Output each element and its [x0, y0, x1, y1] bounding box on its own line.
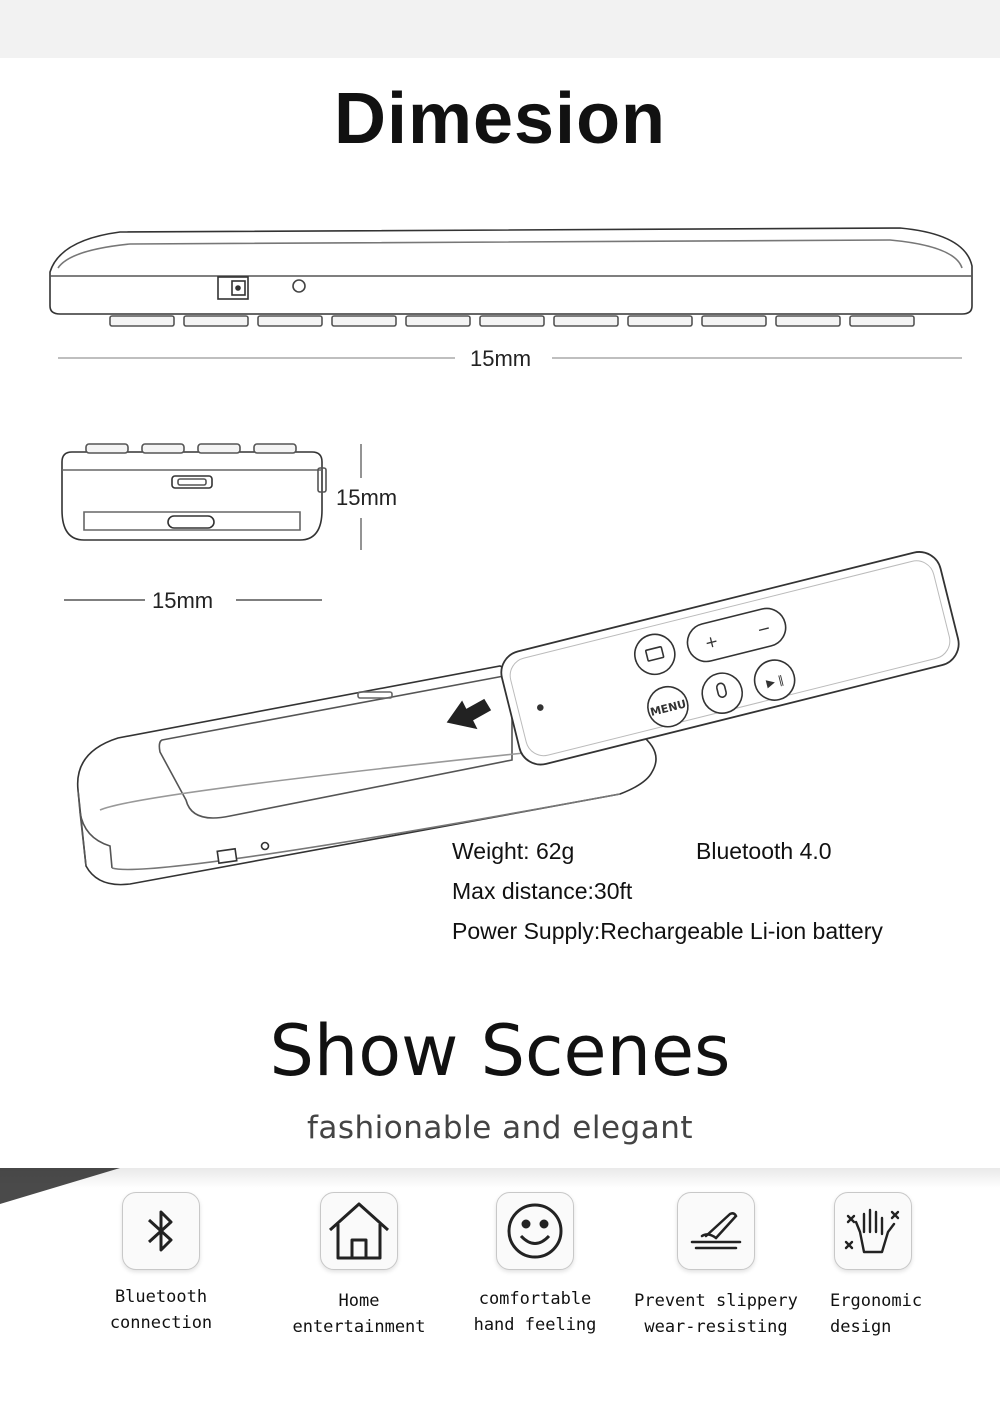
spec-distance: Max distance:30ft — [452, 878, 633, 904]
feature-label-line1: Ergonomic — [830, 1291, 923, 1311]
spec-power: Power Supply:Rechargeable Li-ion battery — [452, 918, 883, 944]
usb-port-icon — [171, 475, 213, 489]
scenes-title: Show Scenes — [269, 1010, 731, 1092]
feature-label-line2: entertainment — [292, 1317, 426, 1337]
feature-comfortable: comfortable hand feeling — [465, 1192, 605, 1338]
width-dimension-label: 15mm — [152, 588, 214, 613]
spec-weight: Weight: 62g — [452, 838, 575, 864]
corner-decoration — [0, 1168, 120, 1204]
case-bottom-keys — [109, 315, 915, 327]
case-end-view — [61, 451, 323, 541]
feature-label-line1: Home — [338, 1291, 380, 1311]
volume-rocker-icon — [686, 607, 787, 663]
feature-label-line1: Prevent slippery — [634, 1291, 798, 1311]
svg-text:+: + — [703, 631, 721, 653]
feature-home: Home entertainment — [284, 1192, 434, 1340]
play-pause-button-icon — [753, 659, 796, 701]
tv-button-icon — [634, 633, 676, 676]
scenes-subtitle: fashionable and elegant — [306, 1110, 694, 1146]
insert-arrow-icon — [446, 698, 492, 730]
siri-button-icon — [701, 672, 744, 714]
feature-label-line1: Bluetooth — [114, 1287, 208, 1307]
spec-bluetooth: Bluetooth 4.0 — [696, 838, 832, 864]
feature-bluetooth: Bluetooth connection — [96, 1192, 226, 1336]
height-dimension-label: 15mm — [336, 485, 398, 510]
house-icon — [320, 1192, 398, 1270]
finger-touch-icon — [677, 1192, 755, 1270]
feature-prevent-slippery: Prevent slippery wear-resisting — [626, 1192, 806, 1340]
feature-ergonomic: Ergonomic design — [818, 1192, 928, 1340]
indicator-led-icon — [292, 279, 306, 293]
feature-label-line2: wear-resisting — [644, 1317, 788, 1337]
svg-text:▶ ‖: ▶ ‖ — [765, 673, 785, 690]
case-perspective — [76, 665, 657, 886]
feature-label-line2: hand feeling — [473, 1315, 597, 1335]
feature-label-line2: connection — [109, 1313, 213, 1333]
feature-label-line1: comfortable — [478, 1289, 592, 1309]
hand-icon — [834, 1192, 912, 1270]
smiley-icon — [496, 1192, 574, 1270]
length-dimension-label: 15mm — [470, 346, 532, 371]
features-band-shadow — [0, 1168, 1000, 1188]
menu-button-icon — [647, 685, 689, 728]
top-band — [0, 0, 1000, 58]
svg-text:−: − — [755, 618, 773, 640]
bluetooth-icon — [122, 1192, 200, 1270]
dimension-title: Dimesion — [333, 79, 667, 159]
remote-control: MENU ▶ ‖ + − — [500, 551, 960, 766]
case-side-view — [49, 227, 973, 315]
product-drawing: MENU ▶ ‖ + − — [49, 227, 973, 886]
feature-label-line2: design — [830, 1317, 892, 1337]
